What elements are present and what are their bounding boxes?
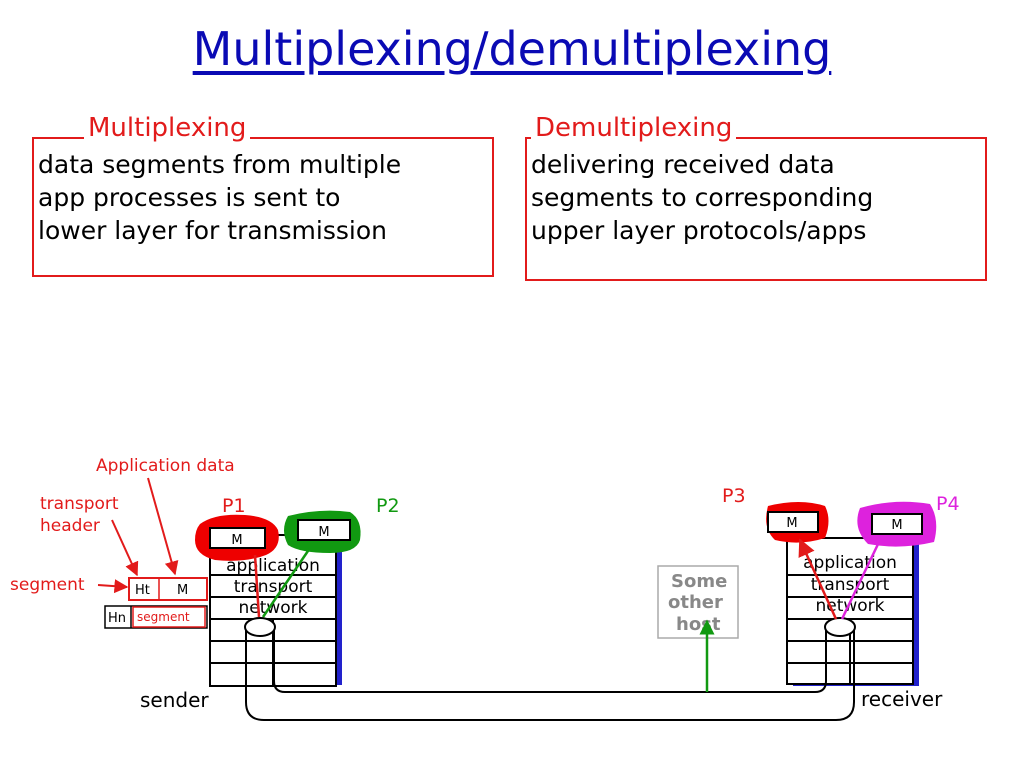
socket-to-p3-arrow [798, 538, 838, 620]
other-host-line: other [668, 592, 723, 613]
transport-header-arrow [111, 519, 139, 577]
other-host-label: Some other host [668, 571, 734, 635]
demultiplexing-line: segments to corresponding [531, 183, 874, 212]
multiplexing-description: data segments from multiple app processe… [38, 148, 401, 247]
p3-message-box [767, 511, 819, 533]
transport-header-line: transport [40, 494, 119, 514]
multiplexing-line: data segments from multiple [38, 150, 402, 179]
p2-message: M [318, 525, 329, 540]
application-data-label: Application data [96, 456, 235, 476]
other-host-box [657, 565, 739, 639]
p1-to-socket-arrow [253, 554, 261, 618]
segment-box [128, 577, 208, 601]
demultiplexing-heading: Demultiplexing [531, 113, 737, 143]
receiver-socket [824, 617, 856, 637]
p4-message-box [871, 513, 923, 535]
sender-layer-network: network [238, 598, 307, 618]
segment-arrow [97, 579, 129, 594]
process-p1-label: P1 [222, 495, 246, 517]
sender-socket [244, 617, 276, 637]
transport-header-ht: Ht [135, 583, 150, 598]
transport-header-line: header [40, 516, 100, 536]
sender-layer-application: application [226, 556, 320, 576]
segment-label: segment [10, 575, 85, 595]
multiplexing-heading: Multiplexing [84, 113, 251, 143]
p4-message: M [891, 518, 902, 533]
receiver-layer-transport: transport [811, 575, 890, 595]
multiplexing-box [32, 137, 494, 277]
receiver-protocol-stack: application transport network [786, 537, 919, 686]
other-host-line: Some [671, 571, 727, 592]
network-header-hn: Hn [108, 611, 126, 626]
multiplexing-line: app processes is sent to [38, 183, 341, 212]
sender-label: sender [140, 688, 209, 712]
multiplexing-line: lower layer for transmission [38, 216, 387, 245]
segment-message: M [177, 583, 188, 598]
p2-message-box [297, 519, 351, 541]
receiver-label: receiver [861, 687, 943, 711]
network-link-inner [273, 628, 827, 693]
process-p3-label: P3 [722, 485, 746, 507]
inner-segment-label: segment [137, 610, 190, 624]
demultiplexing-description: delivering received data segments to cor… [531, 148, 873, 247]
socket-to-p4-arrow [840, 539, 882, 620]
network-link-pipe [245, 626, 855, 721]
other-host-line: host [676, 614, 721, 635]
application-data-arrow [147, 477, 179, 576]
demultiplexing-line: delivering received data [531, 150, 835, 179]
receiver-layer-application: application [803, 553, 897, 573]
inner-segment-box [132, 606, 206, 628]
p3-message: M [786, 516, 797, 531]
p1-message-box [209, 527, 266, 549]
sender-layer-transport: transport [234, 577, 313, 597]
slide-title: Multiplexing/demultiplexing [192, 22, 832, 76]
process-p4-label: P4 [936, 493, 960, 515]
demultiplexing-box [525, 137, 987, 281]
process-p2-label: P2 [376, 495, 400, 517]
p2-to-socket-arrow [261, 547, 312, 618]
demultiplexing-line: upper layer protocols/apps [531, 216, 867, 245]
transport-header-label: transport header [40, 494, 124, 536]
p1-message: M [231, 533, 242, 548]
